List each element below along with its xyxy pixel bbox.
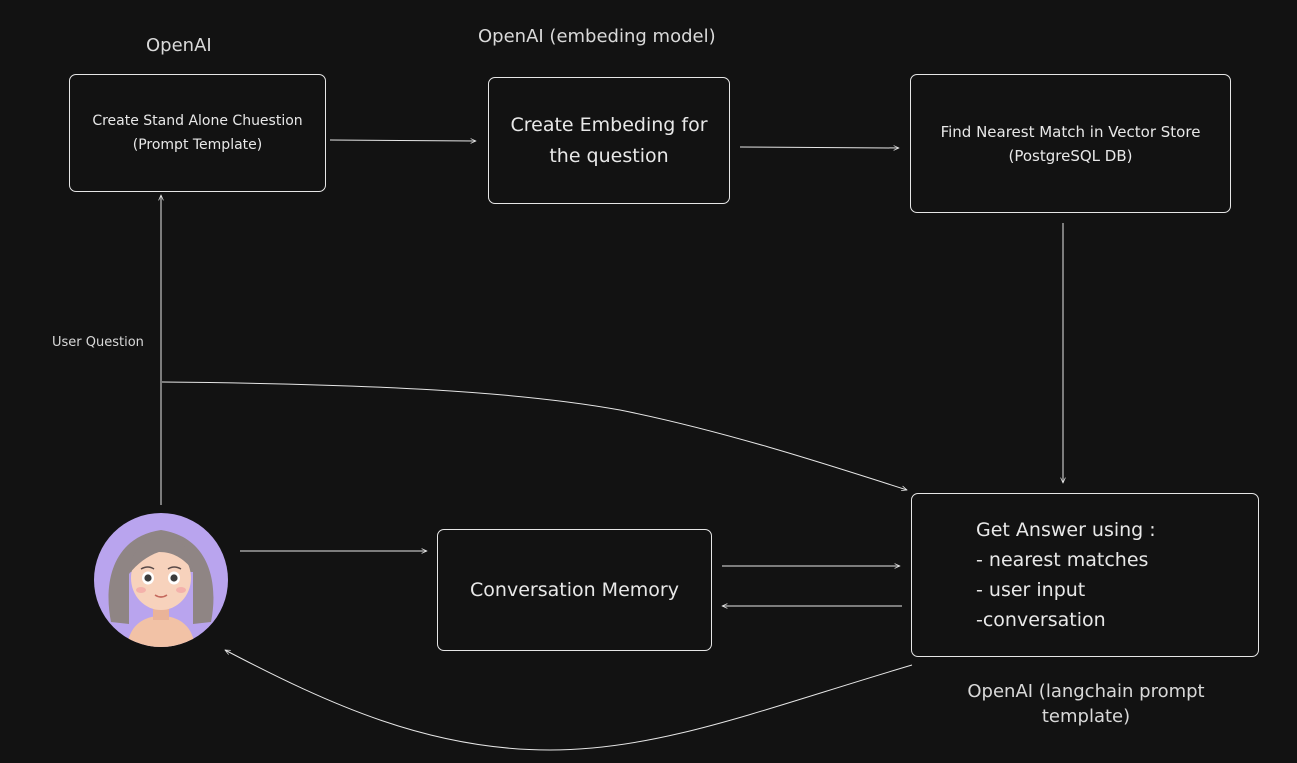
answer-line2: - nearest matches: [976, 549, 1149, 571]
arrow-answer-to-user: [225, 649, 913, 751]
standalone-line1: Create Stand Alone Chuestion: [92, 113, 303, 129]
answer-line3: - user input: [976, 579, 1086, 601]
answer-line1: Get Answer using :: [976, 519, 1156, 541]
get-answer-box: Get Answer using : - nearest matches - u…: [911, 493, 1259, 657]
answer-line4: -conversation: [976, 609, 1106, 631]
label-user-question: User Question: [52, 335, 144, 350]
nearest-line1: Find Nearest Match in Vector Store: [940, 122, 1201, 141]
memory-label: Conversation Memory: [470, 579, 679, 601]
embedding-box: Create Embeding for the question: [488, 77, 730, 204]
standalone-question-box: Create Stand Alone Chuestion (Prompt Tem…: [69, 74, 326, 192]
nearest-match-box: Find Nearest Match in Vector Store (Post…: [910, 74, 1231, 213]
nearest-line2: (PostgreSQL DB): [1008, 146, 1133, 165]
label-openai-langchain: OpenAI (langchain prompt template): [950, 679, 1222, 729]
label-openai-embedding: OpenAI (embeding model): [478, 26, 716, 47]
label-openai-langchain-line2: template): [1041, 706, 1131, 727]
standalone-line2: (Prompt Template): [132, 137, 263, 153]
arrow-embedding-to-nearest: [739, 147, 899, 148]
conversation-memory-box: Conversation Memory: [437, 529, 712, 651]
user-avatar: [94, 513, 228, 647]
embedding-line1: Create Embeding for: [510, 113, 708, 136]
arrow-standalone-to-embedding: [329, 140, 476, 141]
label-openai-standalone: OpenAI: [146, 35, 212, 56]
embedding-line2: the question: [549, 144, 669, 167]
label-openai-langchain-line1: OpenAI (langchain prompt: [967, 681, 1205, 702]
arrow-question-to-answer: [161, 381, 907, 490]
